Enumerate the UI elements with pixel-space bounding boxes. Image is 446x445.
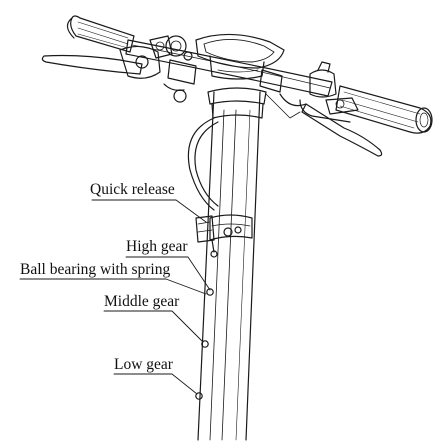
quick-release-leader — [91, 199, 207, 223]
display-unit — [163, 33, 285, 103]
gear-holes — [195, 288, 214, 400]
middle-gear-leader — [103, 310, 204, 343]
low-gear-hole — [195, 392, 203, 400]
leader-lines — [19, 199, 211, 395]
right-brake-lever — [265, 61, 383, 157]
quick-release-label: Quick release — [90, 181, 175, 198]
ball-bearing-leader — [19, 278, 207, 295]
high-gear-hole — [206, 288, 214, 296]
steering-stem — [197, 87, 267, 441]
ball-bearing-label: Ball bearing with spring — [20, 261, 171, 278]
brake-cable — [187, 117, 219, 211]
middle-gear-hole — [201, 340, 209, 348]
left-brake-lever — [41, 35, 173, 79]
high-gear-label: High gear — [126, 238, 188, 255]
high-gear-leader — [125, 256, 211, 291]
low-gear-label: Low gear — [114, 356, 173, 373]
low-gear-leader — [113, 373, 198, 395]
middle-gear-label: Middle gear — [104, 293, 180, 310]
quick-release-clamp — [195, 214, 253, 258]
